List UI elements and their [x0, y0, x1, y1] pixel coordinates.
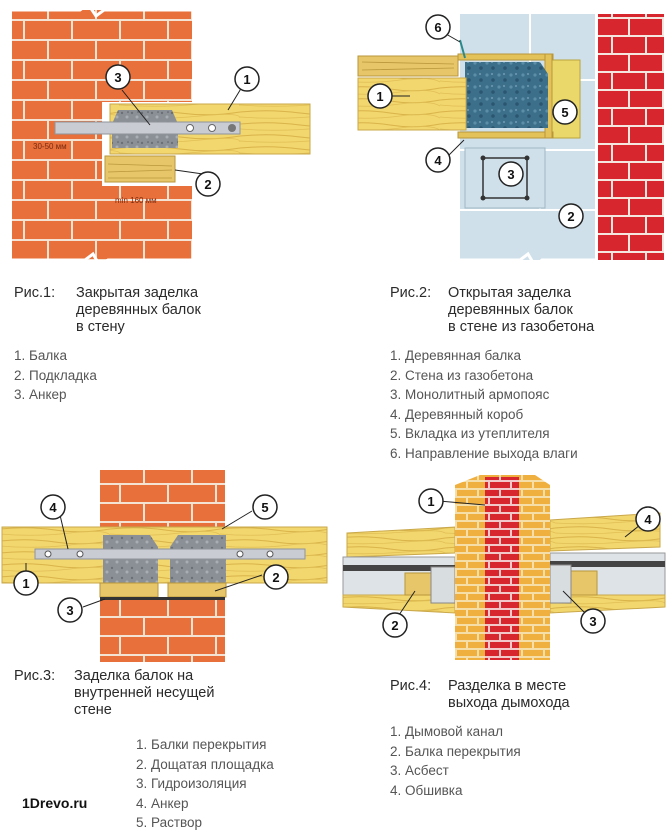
figure-1-drawing: 30-50 мм min 160 мм 1 2 3 [12, 1, 311, 269]
figure-3-number: Рис.3: [14, 668, 56, 684]
figure-1-title-line: Закрытая заделка [76, 285, 199, 301]
lower-brick [100, 597, 225, 662]
callout-1-marker [367, 83, 393, 109]
figure-2-number: Рис.2: [390, 285, 432, 301]
figure-2: 1 2 3 4 5 6 [340, 0, 670, 280]
legend-item: 4. Анкер [136, 795, 189, 811]
callout-3-marker [105, 64, 131, 90]
legend-item: 6. Направление выхода влаги [390, 445, 578, 461]
figure-1-title-line: в стену [76, 319, 125, 335]
legend-item: 2. Стена из газобетона [390, 367, 534, 383]
figure-4-number: Рис.4: [390, 678, 432, 694]
callout-2-marker [263, 564, 289, 590]
site-watermark: 1Drevo.ru [22, 795, 88, 811]
monolithic-belt [465, 62, 548, 128]
callout-4-marker [40, 494, 66, 520]
callout-3-marker [580, 608, 606, 634]
callout-6-marker [425, 14, 451, 40]
legend-item: 1. Балки перекрытия [136, 737, 267, 752]
callout-3-label: 3 [589, 614, 596, 629]
callout-1-label: 1 [22, 576, 29, 591]
callout-5-marker [552, 99, 578, 125]
figure-4-title-line: Разделка в месте [448, 678, 567, 694]
callout-3-marker [498, 161, 524, 187]
dim-gap-label: 30-50 мм [33, 142, 67, 151]
legend-item: 1. Деревянная балка [390, 348, 522, 363]
legend-item: 4. Обшивка [390, 782, 463, 798]
callout-2-marker [558, 203, 584, 229]
figure-4: 1 2 3 4 [335, 465, 670, 665]
figure-3-drawing: 1 2 3 4 5 [1, 470, 328, 662]
figure-1-title-line: деревянных балок [76, 302, 201, 318]
callout-3-label: 3 [507, 167, 514, 182]
flue-channel [485, 477, 519, 660]
callout-1-label: 1 [243, 72, 250, 87]
figure-2-title-line: деревянных балок [448, 302, 573, 318]
figure-4-drawing: 1 2 3 4 [342, 475, 666, 660]
waterproofing [100, 597, 225, 600]
figure-2-title-line: в стене из газобетона [448, 319, 595, 335]
figure-3-title-line: Заделка балок на [74, 668, 194, 684]
callout-4-marker [425, 147, 451, 173]
insulation-insert [549, 59, 581, 139]
legend-item: 1. Дымовой канал [390, 724, 504, 739]
callout-4-label: 4 [434, 153, 442, 168]
legend-item: 1. Балка [14, 348, 67, 363]
callout-2-label: 2 [204, 177, 211, 192]
legend-item: 5. Вкладка из утеплителя [390, 426, 550, 441]
planking [99, 582, 159, 598]
callout-1-label: 1 [427, 494, 434, 509]
callout-4-marker [635, 506, 661, 532]
figure-4-legend: 1. Дымовой канал 2. Балка перекрытия 3. … [390, 722, 521, 800]
legend-item: 3. Асбест [390, 763, 449, 778]
figure-1-legend: 1. Балка 2. Подкладка 3. Анкер [14, 346, 97, 405]
callout-1-label: 1 [376, 89, 383, 104]
legend-item: 2. Подкладка [14, 367, 97, 383]
legend-item: 3. Анкер [14, 387, 67, 402]
figure-2-legend: 1. Деревянная балка 2. Стена из газобето… [390, 346, 578, 463]
floor-beam [404, 572, 432, 596]
legend-item: 5. Раствор [136, 815, 203, 830]
callout-4-label: 4 [644, 512, 652, 527]
dim-min-label: min 160 мм [115, 196, 157, 205]
figure-1-number: Рис.1: [14, 285, 56, 301]
callout-2-label: 2 [391, 618, 398, 633]
legend-item: 2. Дощатая площадка [136, 756, 274, 772]
asbestos [430, 566, 456, 604]
callout-5-label: 5 [561, 105, 568, 120]
brick-cladding [598, 14, 664, 260]
callout-2-label: 2 [272, 570, 279, 585]
legend-item: 3. Гидроизоляция [136, 776, 247, 791]
callout-3-label: 3 [114, 70, 121, 85]
figure-3-title-line: внутренней несущей [74, 685, 215, 701]
figure-2-title-line: Открытая заделка [448, 285, 572, 301]
callout-1-marker [13, 570, 39, 596]
figure-4-title-line: выхода дымохода [448, 695, 570, 711]
sheathing-left [346, 526, 456, 558]
figure-1: 30-50 мм min 160 мм 1 2 3 [0, 0, 330, 280]
upper-brick [100, 470, 225, 530]
callout-1-marker [234, 66, 260, 92]
legend-item: 3. Монолитный армопояс [390, 387, 550, 402]
callout-4-label: 4 [49, 500, 57, 515]
callout-1-marker [418, 488, 444, 514]
callout-3-label: 3 [66, 603, 73, 618]
figure-3-legend: 1. Балки перекрытия 2. Дощатая площадка … [136, 735, 274, 833]
callout-5-label: 5 [261, 500, 268, 515]
figure-3: 1 2 3 4 5 [0, 465, 340, 665]
callout-2-marker [382, 612, 408, 638]
callout-6-label: 6 [434, 20, 441, 35]
anchor [34, 548, 306, 560]
figure-2-drawing: 1 2 3 4 5 6 [357, 14, 664, 269]
legend-item: 4. Деревянный короб [390, 406, 524, 422]
callout-2-label: 2 [567, 209, 574, 224]
figure-3-title-line: стене [74, 702, 112, 718]
callout-2-marker [195, 171, 221, 197]
callout-3-marker [57, 597, 83, 623]
legend-item: 2. Балка перекрытия [390, 743, 521, 759]
callout-5-marker [252, 494, 278, 520]
